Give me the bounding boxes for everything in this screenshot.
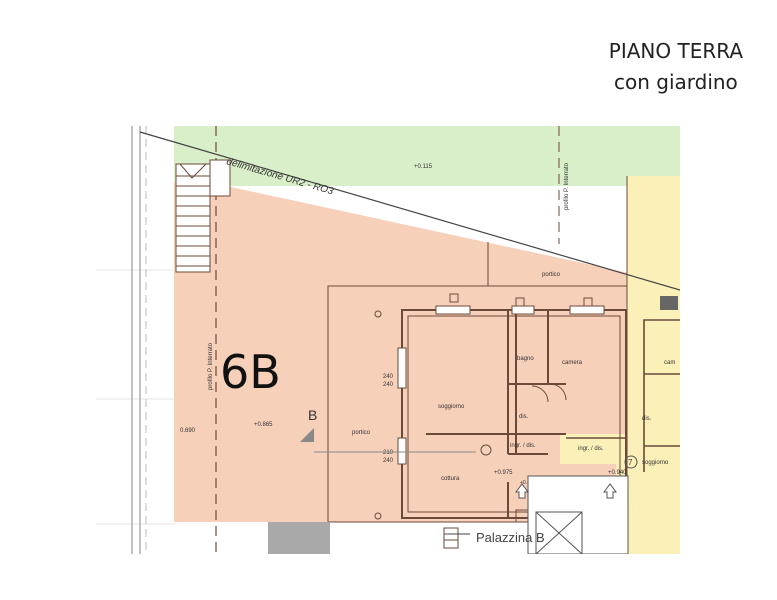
heading-garden: con giardino xyxy=(613,70,738,94)
unit-7-column xyxy=(660,296,678,310)
dim-4: 240 xyxy=(383,458,394,464)
column-markers xyxy=(374,293,593,520)
profile-left-label: profilo P. Interrato xyxy=(208,342,214,390)
unit-7-area xyxy=(627,176,680,554)
entrance-arrows xyxy=(515,483,617,499)
dim-1: 240 xyxy=(383,374,394,380)
room-ingr-dis: ingr. / dis. xyxy=(510,443,536,449)
floor-plan-drawing: delimitazione UR2 - RO3 +0.115 profilo P… xyxy=(96,126,680,554)
elev-door: +0.975 xyxy=(494,470,513,476)
room-dis-right: dis. xyxy=(642,416,652,422)
marker-b-label: B xyxy=(308,407,317,423)
windows xyxy=(397,305,605,465)
room-ingr-dis-right: ingr. / dis. xyxy=(578,446,604,452)
room-soggiorno-right: soggiorno xyxy=(642,460,669,466)
building-label: Palazzina B xyxy=(476,530,545,545)
entrance-block xyxy=(527,475,629,554)
unit-7-walls xyxy=(566,319,680,472)
street-edge xyxy=(131,126,141,554)
boundary-line xyxy=(139,131,680,291)
room-camera: camera xyxy=(562,360,583,366)
floor-plan: delimitazione UR2 - RO3 +0.115 profilo P… xyxy=(96,124,680,554)
heading-floor: PIANO TERRA xyxy=(608,39,743,63)
plan-heading: PIANO TERRA con giardino xyxy=(609,36,743,98)
garden-elevation: +0.115 xyxy=(414,164,433,170)
background-grid xyxy=(96,269,176,525)
room-cottura: cottura xyxy=(441,476,460,482)
dim-3: 210 xyxy=(383,450,394,456)
unit-7-number-circle xyxy=(624,455,638,469)
profile-top-label: profilo P. Interrato xyxy=(564,162,570,210)
unit-6b-label: 6B xyxy=(220,345,281,399)
elev-stair: +0.43 xyxy=(520,480,533,486)
elev-right: +0.940 xyxy=(608,470,627,476)
room-portico-left: portico xyxy=(352,430,371,436)
room-soggiorno: soggiorno xyxy=(438,404,465,410)
marker-b-triangle xyxy=(300,428,314,442)
room-cam-right: cam xyxy=(664,360,675,366)
dim-2: 240 xyxy=(383,382,394,388)
garden-area xyxy=(174,126,680,186)
room-dis: dis. xyxy=(519,414,529,420)
entrance-small-stairs xyxy=(443,527,459,549)
unit-7-number: 7 xyxy=(628,458,633,467)
unit-6b-area xyxy=(174,182,680,522)
room-portico-top: portico xyxy=(542,272,561,278)
room-bagno: bagno xyxy=(517,356,534,362)
elev-center: +0.865 xyxy=(254,422,273,428)
bottom-grey-block xyxy=(268,522,330,554)
section-marker xyxy=(480,444,492,456)
elev-left: 0.690 xyxy=(180,428,196,434)
left-staircase xyxy=(175,159,231,273)
